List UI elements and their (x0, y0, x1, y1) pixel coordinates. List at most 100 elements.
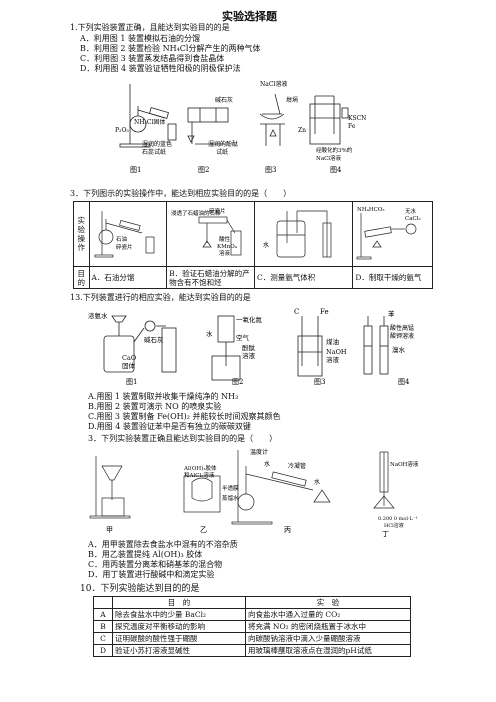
q3a-label-kmno4c: 溶液 (219, 249, 231, 257)
q13-label-benzene: 苯 (388, 309, 395, 318)
q13-label-soda: 碱石灰 (144, 335, 164, 344)
beaker (309, 103, 341, 145)
q1-option-b: B．利用图 2 装置检验 NH₄Cl分解产生的两种气体 (80, 44, 261, 53)
q3b-figures: 温度计 水 冷凝管 水 Al(OH)₃胶体 和AlCl₃溶液 半透膜 蒸馏水 N… (89, 448, 418, 538)
q1-stem: 1.下列实验装置正确，且能达到实验目的的是 (70, 23, 230, 32)
q3b-option-c: C．用丙装置分离苯和硝基苯的混合物 (88, 560, 223, 569)
q13-option-b: B.用图 2 装置可演示 NO 的喷泉实验 (88, 402, 222, 411)
q10-cell: D (93, 644, 113, 657)
q1-figures: NH₄Cl固体 P₂O₅ 碱石灰 湿润的蓝色 石蕊试纸 湿润的酚酞 试纸 NaC… (115, 80, 366, 174)
q10-cell: 将充满 NO₂ 的密闭烧瓶置于冰水中 (245, 620, 411, 633)
q10-header-1: 目 的 (112, 596, 246, 609)
fig1-label: 图1 (130, 166, 141, 174)
q3a-fig-c: 水 (263, 210, 332, 258)
q3b-option-b: B．用乙装置提纯 Al(OH)₃ 胶体 (88, 550, 203, 559)
q3a-label-cacl2b: CaCl₂ (405, 216, 421, 222)
q1-option-a: A．利用图 1 装置模拟石油的分馏 (80, 34, 200, 43)
q3b-stem: 3．下列实验装置正确且能达到实验目的的是（ ） (88, 434, 278, 443)
q3a-label-stones2: 碎瓷片 (209, 207, 226, 215)
q10-stem: 10．下列实验能达到目的的是 (80, 584, 200, 594)
q13-label-kmno4b: 酸钾溶液 (390, 332, 414, 340)
stand-base (119, 143, 151, 148)
label-pheno2: 试纸 (216, 148, 228, 156)
q3a-label-water: 水 (263, 241, 269, 249)
q10-cell: 证明碳酸的酸性强于硼酸 (112, 632, 246, 645)
q13-label-kmno4a: 酸性高锰 (390, 324, 414, 332)
q3b-fig-jia: 甲 (106, 526, 113, 534)
q3a-table: 实验操作 石油 碎瓷片 浸透了石蜡油的石棉 (73, 201, 433, 289)
q13-label-naoh1: NaOH (326, 348, 347, 356)
q13-label-c: C (294, 308, 299, 316)
q3a-label-kmno4b: KMnO₄ (217, 244, 238, 250)
label-litmus2: 石蕊试纸 (142, 148, 166, 156)
q3a-label-oil: 石油 (116, 235, 128, 243)
q13-label-kerosene: 煤油 (326, 337, 339, 346)
q13-option-d: D.用图 4 装置验证苯中是否有独立的碳碳双键 (88, 422, 251, 431)
q3a-op-d: NH₄HCO₃ 无水 CaCl₂ (352, 201, 433, 267)
q3a-purpose-d: D．制取干燥的氨气 (352, 266, 433, 289)
q13-label-cao2: 固体 (122, 361, 136, 370)
label-nacl: NaCl溶液 (260, 80, 287, 88)
label-p2o5: P₂O₅ (115, 127, 129, 134)
label-zn: Zn (298, 127, 306, 134)
q13-label-bromine: 溴水 (392, 345, 406, 354)
q10-header-2: 实 验 (245, 596, 411, 609)
q13-label-cao1: CaO (122, 354, 136, 362)
q13-label-fe: Fe (320, 308, 329, 316)
label-crucible: 坩埚 (286, 96, 298, 104)
q3b-option-a: A．用甲装置除去食盐水中混有的不溶杂质 (88, 540, 238, 549)
q3b-label-hcl2: HCl溶液 (384, 522, 404, 529)
q13-label-pheno2: 溶液 (242, 351, 256, 360)
q3a-fig-d: NH₄HCO₃ 无水 CaCl₂ (356, 207, 421, 260)
q3b-label-thermo: 温度计 (250, 448, 268, 456)
q3b-label-condenser: 冷凝管 (288, 462, 306, 470)
q3b-fig-yi: 乙 (200, 526, 207, 534)
table-row: C 证明碳酸的酸性强于硼酸 向碳酸钠溶液中滴入少量硼酸溶液 (93, 632, 411, 645)
q10-cell: 用玻璃棒蘸取溶液点在湿润的pH试纸 (245, 644, 411, 657)
q13-fig4-label: 图4 (398, 378, 410, 386)
label-pheno1: 湿润的酚酞 (208, 140, 238, 148)
q10-cell: B (93, 620, 113, 633)
q3a-label-kmno4a: 酸性 (219, 235, 231, 243)
q3a-label-cacl2a: 无水 (405, 207, 417, 215)
q3a-op-c: 水 (254, 201, 354, 267)
q3b-label-hcl1: 0.200 0 mol·L⁻¹ (378, 516, 418, 522)
q10-cell: 向碳酸钠溶液中滴入少量硼酸溶液 (245, 632, 411, 645)
q3b-option-d: D．用丁装置进行酸碱中和滴定实验 (88, 570, 215, 579)
q10-cell: 探究温度对平衡移动的影响 (112, 620, 246, 633)
q13-stem: 13.下列装置进行的相应实验，能达到实验目的的是 (70, 293, 251, 302)
label-litmus1: 湿润的蓝色 (142, 140, 172, 148)
q13-option-a: A.用图 1 装置制取并收集干燥纯净的 NH₃ (88, 392, 239, 401)
label-acid2: NaCl溶液 (316, 154, 342, 162)
q1-option-c: C．利用图 3 装置蒸发结晶得到食盐晶体 (80, 54, 225, 63)
q3b-fig-ding: 丁 (382, 530, 389, 538)
q13-fig3-label: 图3 (314, 378, 325, 386)
q3b-label-naoh: NaOH溶液 (390, 460, 418, 468)
fig2-label: 图2 (198, 166, 209, 174)
q1-option-d: D．利用图 4 装置验证牺牲阳极的阴极保护法 (80, 64, 241, 73)
q3a-fig-a: 石油 碎瓷片 (94, 211, 154, 258)
q3a-row2-label: 目的 (73, 266, 90, 289)
q3b-label-water-in: 水 (264, 460, 270, 468)
label-acid1: 经酸化的3%的 (316, 146, 353, 154)
q3b-label-dist: 蒸馏水 (222, 494, 239, 502)
q3a-row1-label: 实验操作 (73, 201, 90, 267)
q3a-purpose-a: A．石油分馏 (88, 266, 168, 289)
table-row: B 探究温度对平衡移动的影响 将充满 NO₂ 的密闭烧瓶置于冰水中 (93, 620, 411, 633)
q13-option-c: C.用图 3 装置制备 Fe(OH)₂ 并能较长时间观察其颜色 (88, 412, 281, 421)
q13-label-air: 空气 (236, 333, 250, 342)
q13-label-naoh2: 溶液 (326, 355, 340, 364)
q3a-stem: 3．下列图示的实验操作中，能达到相应实验目的的是（ ） (70, 189, 292, 198)
q3a-label-nh4hco3: NH₄HCO₃ (357, 207, 385, 213)
q3b-label-agoh2: 和AlCl₃溶液 (184, 471, 215, 479)
q3a-fig-b: 浸透了石蜡油的石棉 碎瓷片 酸性 KMnO₄ 溶液 (171, 207, 242, 257)
q10-cell: 向食盐水中通入过量的 CO₂ (245, 608, 411, 621)
q10-cell: 除去食盐水中的少量 BaCl₂ (112, 608, 246, 621)
q10-cell: C (93, 632, 113, 645)
q13-label-pheno1: 酚酞 (242, 343, 256, 352)
q3a-purpose-c: C．测量氨气体积 (254, 266, 354, 289)
q3a-label-paraffin: 浸透了石蜡油的石棉 (171, 209, 221, 217)
page-title: 实验选择题 (222, 10, 277, 23)
q13-label-no: 一氧化氮 (236, 315, 263, 324)
fig4-label: 图4 (330, 166, 342, 174)
